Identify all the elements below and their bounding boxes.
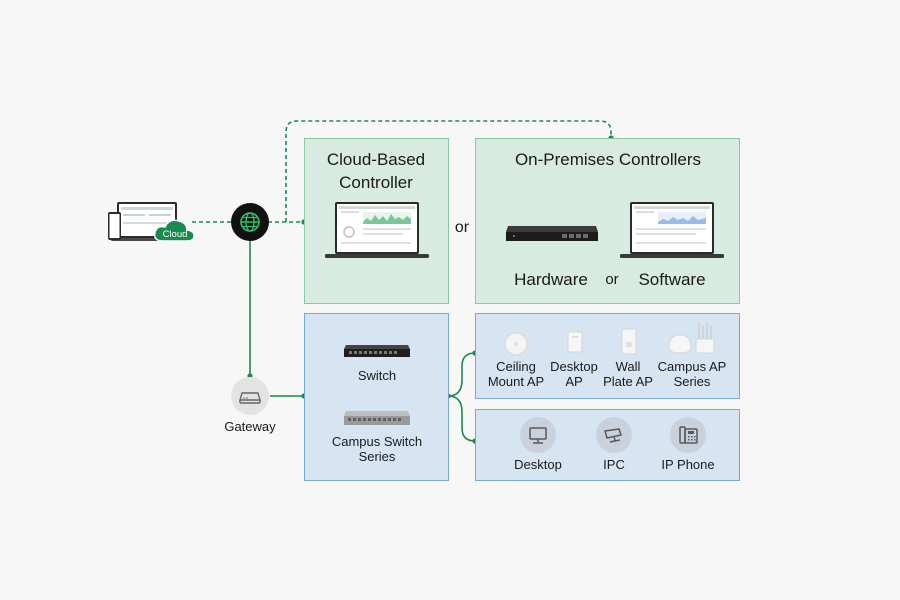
ceiling-ap-icon [504,332,528,356]
ceiling-ap-label-line2: Mount AP [487,373,545,389]
ip-phone-label: IP Phone [661,457,715,472]
laptop-icon [325,202,429,258]
campus-ap-icon [668,323,715,354]
link-globe-onprem [285,120,612,222]
wall-plate-ap-icon [621,328,637,355]
campus-switch-label: Campus Switch Series [331,434,423,465]
ipc-camera-icon [596,417,632,453]
switch-icon [344,345,410,357]
wall-plate-ap-label-line2: Plate AP [603,373,653,389]
cloud-devices-icon: Cloud [108,202,195,242]
desktop-ap-label: Desktop AP [550,359,598,390]
desktop-ap-label-line1: Desktop [550,359,598,374]
software-laptop-icon [620,202,724,258]
ceiling-ap-label: Ceiling Mount AP [487,359,545,390]
cloud-controller-title-line2: Controller [339,172,413,192]
link-switch-endpoint-branch [447,395,476,442]
ipc-label: IPC [603,457,625,472]
access-points-box [475,313,740,399]
gateway-icon [231,377,269,415]
cloud-controller-title-line1: Cloud-Based [326,150,426,169]
campus-switch-label-line2: Series [358,448,396,464]
campus-ap-label: Campus AP Series [657,359,727,390]
campus-switch-label-line1: Campus Switch [331,434,423,449]
cloud-label: Cloud [163,229,188,240]
campus-switch-icon [344,411,410,425]
desktop-ap-icon [567,331,583,353]
ip-phone-icon [670,417,706,453]
campus-ap-label-line2: Series [673,373,711,389]
cloud-controller-title: Cloud-Based Controller [327,150,425,192]
switch-label: Switch [357,368,397,383]
campus-ap-label-line1: Campus AP [657,359,727,374]
or-label-controllers: or [454,219,470,236]
gateway-label: Gateway [224,419,276,434]
desktop-icon [520,417,556,453]
onprem-title: On-Premises Controllers [514,150,702,169]
ceiling-ap-label-line1: Ceiling [496,359,536,374]
link-switch-ap-branch [447,352,476,397]
switch-box [304,313,449,481]
hardware-controller-icon [506,226,598,241]
desktop-label: Desktop [514,457,562,472]
wall-plate-ap-label: Wall Plate AP [603,359,653,390]
desktop-ap-label-line2: AP [565,373,583,389]
hardware-label: Hardware [514,270,588,289]
or-label-hardware-software: or [605,271,619,288]
globe-icon [231,203,269,241]
wall-plate-ap-label-line1: Wall [615,359,641,374]
software-label: Software [638,270,706,289]
